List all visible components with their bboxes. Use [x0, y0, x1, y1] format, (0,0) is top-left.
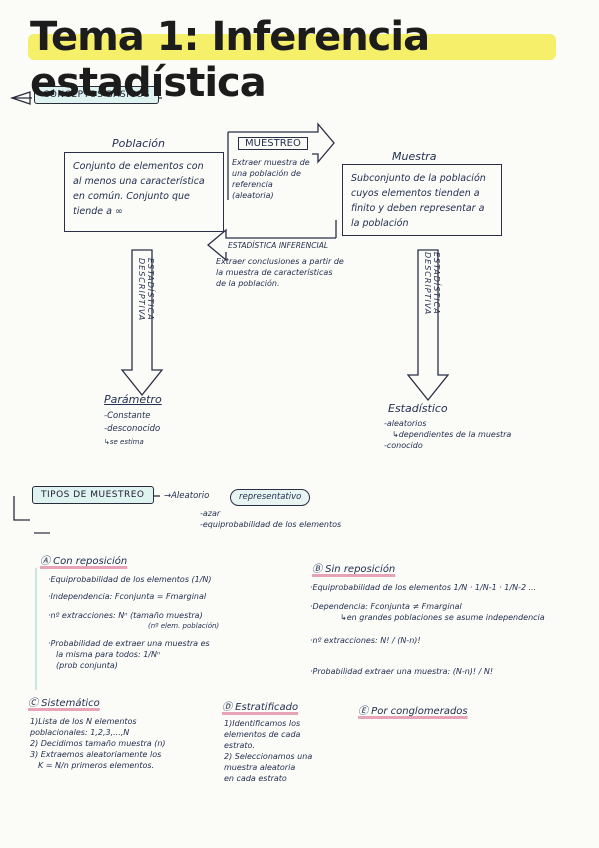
parametro-item: -Constante — [104, 411, 151, 421]
section-c-line: 3) Extraemos aleatoriamente los — [30, 750, 162, 759]
section-d-line: estrato. — [224, 741, 255, 750]
poblacion-label: Población — [112, 137, 165, 150]
estadistico-item: ↳dependientes de la muestra — [392, 430, 512, 439]
section-a-line: ·nº extracciones: Nⁿ (tamaño muestra) — [48, 611, 203, 620]
section-b-label: Ⓑ Sin reposición — [312, 564, 396, 575]
inferencial-label: ESTADÍSTICA INFERENCIAL — [228, 241, 329, 250]
descriptiva-right: Estadística descriptiva — [423, 252, 441, 316]
section-d-line: 1)Identificamos los — [224, 719, 301, 728]
section-d-line: muestra aleatoria — [224, 763, 296, 772]
conceptos-banner: Conceptos básicos — [34, 86, 159, 104]
tipos-banner: Tipos de muestreo — [32, 486, 154, 504]
muestreo-label: MUESTREO — [238, 137, 308, 150]
section-b-line: ·nº extracciones: N! / (N-n)! — [310, 636, 421, 645]
tipos-pill: representativo — [230, 489, 311, 506]
estadistico-item: -aleatorios — [384, 419, 427, 428]
tipos-arrow-text: →Aleatorio — [164, 491, 210, 501]
section-c-line: K = N/n primeros elementos. — [38, 761, 155, 770]
estadistico-label: Estadístico — [388, 402, 448, 415]
muestra-label: Muestra — [392, 150, 437, 163]
section-a-line: ·Independencia: Fconjunta = Fmarginal — [48, 592, 207, 601]
section-a-body: ·Equiprobabilidad de los elementos (1/N)… — [48, 574, 278, 671]
section-c-line: poblacionales: 1,2,3,...,N — [30, 728, 130, 737]
section-c-line: 1)Lista de los N elementos — [30, 717, 137, 726]
poblacion-box: Conjunto de elementos con al menos una c… — [64, 152, 224, 232]
descriptiva-left: Estadística descriptiva — [137, 258, 155, 322]
inferencial-text: Extraer conclusiones a partir de la mues… — [216, 257, 344, 288]
estadistico-item: -conocido — [384, 441, 423, 450]
section-c-body: 1)Lista de los N elementos poblacionales… — [30, 716, 210, 771]
section-d-line: elementos de cada — [224, 730, 301, 739]
section-b-line: ·Equiprobabilidad de los elementos 1/N ·… — [310, 583, 537, 592]
section-d-line: en cada estrato — [224, 774, 287, 783]
section-a-line: ·Probabilidad de extraer una muestra es — [48, 639, 210, 648]
title-highlight — [28, 34, 556, 60]
section-d-line: 2) Seleccionamos una — [224, 752, 313, 761]
tipos-subitems: -azar -equiprobabilidad de los elementos — [200, 508, 341, 530]
section-a-line: (nº elem. población) — [148, 622, 220, 630]
muestra-box: Subconjunto de la población cuyos elemen… — [342, 164, 502, 236]
section-c-line: 2) Decidimos tamaño muestra (n) — [30, 739, 166, 748]
section-b-line: ·Dependencia: Fconjunta ≠ Fmarginal — [310, 602, 462, 611]
section-b-line: ↳en grandes poblaciones se asume indepen… — [340, 613, 545, 622]
muestreo-text: Extraer muestra de una población de refe… — [232, 158, 310, 200]
estadistico-list: -aleatorios ↳dependientes de la muestra … — [384, 418, 511, 451]
tipos-subitem: -equiprobabilidad de los elementos — [200, 520, 342, 529]
parametro-list: -Constante -desconocido ↳se estima — [104, 410, 160, 449]
section-c-label: Ⓒ Sistemático — [28, 698, 100, 709]
parametro-label: Parámetro — [104, 393, 162, 406]
section-a-line: la misma para todos: 1/Nⁿ — [56, 650, 161, 659]
parametro-item: ↳se estima — [104, 438, 144, 446]
page-title: Tema 1: Inferencia estadística — [30, 14, 430, 106]
parametro-item: -desconocido — [104, 424, 161, 434]
section-b-line: ·Probabilidad extraer una muestra: (N-n)… — [310, 667, 494, 676]
tipos-subitem: -azar — [200, 509, 221, 518]
section-e-label: Ⓔ Por conglomerados — [358, 706, 468, 717]
section-a-line: (prob conjunta) — [56, 661, 118, 670]
section-d-label: Ⓓ Estratificado — [222, 702, 299, 713]
section-a-line: ·Equiprobabilidad de los elementos (1/N) — [48, 575, 212, 584]
section-a-label: Ⓐ Con reposición — [40, 556, 128, 567]
section-d-body: 1)Identificamos los elementos de cada es… — [224, 718, 344, 784]
section-b-body: ·Equiprobabilidad de los elementos 1/N ·… — [310, 582, 590, 677]
